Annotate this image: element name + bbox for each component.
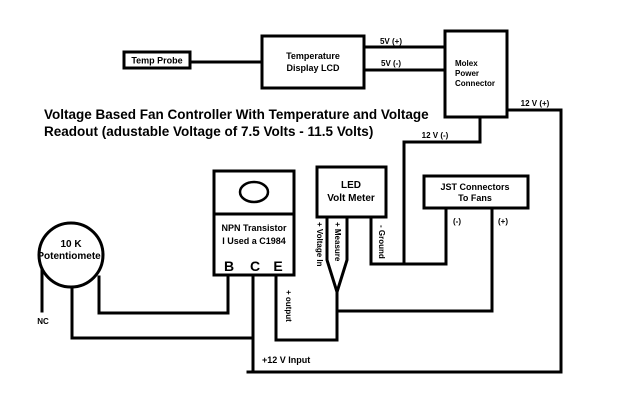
label-12v-minus: 12 V (-) (422, 131, 449, 140)
lcd-label-line2: Display LCD (286, 63, 340, 73)
jst-box (422, 174, 530, 210)
pin-e-label: E (273, 258, 282, 274)
molex-label-line2: Power (455, 69, 479, 78)
wire-emitter-output (274, 273, 339, 342)
pot-label-line1: 10 K (60, 239, 82, 250)
wire-jst-minus (402, 206, 448, 266)
label-nc: NC (37, 317, 49, 326)
pin-b-label: B (224, 258, 234, 274)
volt-meter-box (315, 165, 388, 219)
volt-meter-label-line2: Volt Meter (327, 193, 375, 204)
transistor-label-line1: NPN Transistor (221, 223, 287, 233)
label-jst-plus: (+) (498, 217, 508, 226)
label-ground: - Ground (377, 225, 386, 259)
molex-box (443, 29, 509, 119)
lcd-label-line1: Temperature (286, 51, 340, 61)
temp-probe: Temp Probe (122, 50, 192, 70)
jst-connectors: JST Connectors To Fans (422, 174, 530, 210)
jst-label-line1: JST Connectors (440, 182, 509, 192)
led-volt-meter: LED Volt Meter (315, 165, 388, 219)
temp-probe-label: Temp Probe (131, 56, 182, 66)
molex-label-line1: Molex (455, 59, 478, 68)
label-measure: + Measure (333, 222, 342, 262)
transistor-mount-hole (238, 180, 270, 204)
transistor-box (212, 169, 296, 277)
temperature-lcd: Temperature Display LCD (260, 34, 366, 90)
label-5v-plus: 5V (+) (380, 37, 402, 46)
pin-c-label: C (250, 258, 260, 274)
label-12v-input: +12 V Input (262, 355, 310, 365)
wire-pot-to-collector (70, 280, 255, 340)
label-jst-minus: (-) (453, 217, 461, 226)
transistor-label-line2: I Used a C1984 (222, 236, 286, 246)
temp-probe-box (122, 50, 192, 70)
wire-base-to-pot (97, 273, 230, 315)
volt-meter-label-line1: LED (341, 180, 361, 191)
wire-jst-plus (335, 206, 494, 313)
title-line1: Voltage Based Fan Controller With Temper… (44, 107, 429, 122)
label-output: + output (284, 290, 293, 322)
lcd-box (260, 34, 366, 90)
jst-label-line2: To Fans (458, 193, 492, 203)
potentiometer-circle (37, 221, 105, 289)
wire-12v-minus (369, 115, 482, 266)
molex-connector: Molex Power Connector (443, 29, 509, 119)
label-voltage-in: + Voltage In (315, 222, 324, 267)
npn-transistor: NPN Transistor I Used a C1984 B C E (212, 169, 296, 277)
potentiometer: 10 K Potentiometer (37, 221, 105, 289)
molex-label-line3: Connector (455, 79, 495, 88)
label-5v-minus: 5V (-) (381, 59, 401, 68)
title-line2: Readout (adustable Voltage of 7.5 Volts … (44, 124, 373, 139)
pot-label-line2: Potentiometer (37, 251, 104, 262)
wire-12v-plus (246, 108, 563, 374)
label-12v-plus: 12 V (+) (521, 99, 550, 108)
